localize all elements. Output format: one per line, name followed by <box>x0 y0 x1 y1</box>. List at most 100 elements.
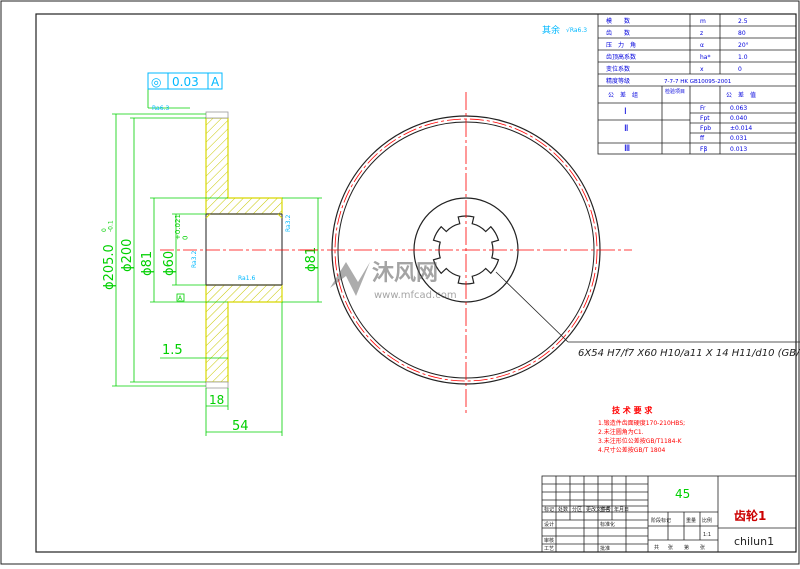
svg-text:0-0.1: 0-0.1 <box>101 220 115 232</box>
spline-callout: 6X54 H7/f7 X60 H10/a11 X 14 H11/d10 (GB/… <box>578 348 800 359</box>
param-cell: 模 数 <box>606 17 630 25</box>
svg-text:设计: 设计 <box>544 521 554 528</box>
param-cell: 0.013 <box>730 146 747 153</box>
section-view <box>160 111 320 389</box>
svg-text:chilun1: chilun1 <box>734 535 774 548</box>
param-cell: 0 <box>738 66 742 73</box>
svg-text:审核: 审核 <box>544 537 554 544</box>
svg-text:Ra3.2: Ra3.2 <box>285 215 292 232</box>
watermark: 沐风网 www.mfcad.com <box>330 261 457 301</box>
watermark-logo-icon <box>330 262 370 296</box>
svg-text:其余: 其余 <box>542 24 560 36</box>
svg-text:0.03: 0.03 <box>172 75 199 89</box>
parameter-table <box>597 13 797 155</box>
svg-text:重量: 重量 <box>686 517 696 524</box>
section-hatch-upper <box>205 117 283 215</box>
svg-text:1:1: 1:1 <box>703 532 711 538</box>
param-cell: Ⅰ <box>624 107 627 117</box>
dimension-lines <box>112 86 322 436</box>
param-cell: Fpb <box>700 125 711 132</box>
svg-text:批准: 批准 <box>600 545 610 552</box>
param-cell: 齿 数 <box>606 29 630 37</box>
param-cell: 20° <box>738 42 749 49</box>
svg-text:Ra6.3: Ra6.3 <box>152 105 169 112</box>
svg-text:共: 共 <box>654 544 659 551</box>
svg-text:3.未注形位公差按GB/T1184-K: 3.未注形位公差按GB/T1184-K <box>598 437 683 445</box>
svg-text:第: 第 <box>684 544 689 551</box>
param-cell: z <box>700 30 703 37</box>
gdt-frame: ◎ 0.03 A <box>147 72 223 90</box>
svg-text:阶段标记: 阶段标记 <box>651 517 671 524</box>
tech-requirements: 技 术 要 求 1.锻造件齿面硬度170-210HBS; 2.未注圆角为C1. … <box>598 405 685 454</box>
svg-text:标准化: 标准化 <box>600 521 615 528</box>
title-block <box>541 475 797 553</box>
svg-text:ϕ200: ϕ200 <box>120 239 135 272</box>
svg-text:比例: 比例 <box>702 517 712 524</box>
param-cell: 压 力 角 <box>606 41 636 49</box>
param-cell: 0.063 <box>730 105 747 112</box>
param-cell: x <box>700 66 704 73</box>
param-cell: Fβ <box>700 146 707 153</box>
dimension-texts: ϕ205.0 0-0.1 ϕ200 ϕ81 ϕ60 +0.0210 ϕ81 1.… <box>101 105 319 434</box>
param-cell: 80 <box>738 30 746 37</box>
svg-text:更改文件号: 更改文件号 <box>586 506 611 513</box>
svg-text:沐风网: 沐风网 <box>372 261 438 286</box>
svg-text:标记: 标记 <box>544 506 554 513</box>
param-cell: 2.5 <box>738 18 748 25</box>
svg-text:签名: 签名 <box>600 506 610 513</box>
svg-text:张: 张 <box>668 544 673 551</box>
param-cell: Ⅱ <box>624 124 628 134</box>
svg-text:ϕ60: ϕ60 <box>162 251 177 276</box>
svg-text:ϕ205.0: ϕ205.0 <box>102 244 117 290</box>
param-cell: 0.040 <box>730 115 747 122</box>
param-cell: 7-7-7 HK GB10095-2001 <box>664 79 731 85</box>
param-cell: ±0.014 <box>730 125 752 132</box>
svg-text:齿轮1: 齿轮1 <box>734 508 766 523</box>
svg-text:45: 45 <box>675 487 690 501</box>
svg-text:张: 张 <box>700 544 705 551</box>
svg-text:A: A <box>178 295 183 302</box>
param-cell: Fr <box>700 105 706 112</box>
svg-text:Ra3.2: Ra3.2 <box>191 251 198 268</box>
svg-text:Ra1.6: Ra1.6 <box>238 275 255 282</box>
svg-text:技 术 要 求: 技 术 要 求 <box>612 405 653 415</box>
svg-text:54: 54 <box>232 419 249 434</box>
svg-text:分区: 分区 <box>572 506 582 513</box>
svg-text:18: 18 <box>209 393 224 407</box>
svg-text:1.锻造件齿面硬度170-210HBS;: 1.锻造件齿面硬度170-210HBS; <box>598 419 685 427</box>
param-cell: 0.031 <box>730 135 747 142</box>
param-cell: Ⅲ <box>624 144 630 154</box>
section-hatch-lower <box>205 284 283 383</box>
param-cell: 变位系数 <box>606 65 630 73</box>
param-cell: 公 差 组 <box>608 91 638 99</box>
param-cell: 1.0 <box>738 54 748 61</box>
param-cell: 精度等级 <box>606 77 630 85</box>
svg-text:www.mfcad.com: www.mfcad.com <box>374 290 457 301</box>
svg-text:ϕ81: ϕ81 <box>140 251 155 276</box>
inner-border <box>35 13 797 553</box>
param-cell: 检验项目 <box>665 88 685 95</box>
svg-text:√Ra6.3: √Ra6.3 <box>566 27 587 34</box>
concentricity-icon: ◎ <box>151 75 161 89</box>
svg-text:年月日: 年月日 <box>614 506 629 513</box>
svg-text:ϕ81: ϕ81 <box>304 247 319 272</box>
param-cell: Fpt <box>700 115 710 122</box>
svg-text:+0.0210: +0.0210 <box>174 214 190 240</box>
title-block-text: 45 齿轮1 chilun1 标记 处数 分区 更改文件号 签名 年月日 设计 … <box>544 487 774 552</box>
surface-note: 其余 √Ra6.3 <box>542 24 587 36</box>
param-cell: m <box>700 18 706 25</box>
svg-text:A: A <box>211 75 220 89</box>
svg-text:处数: 处数 <box>558 506 568 513</box>
svg-text:1.5: 1.5 <box>162 343 183 358</box>
param-cell: α <box>700 42 704 49</box>
svg-text:2.未注圆角为C1.: 2.未注圆角为C1. <box>598 428 644 436</box>
param-cell: ha* <box>700 54 710 61</box>
spline-bore <box>432 215 500 285</box>
front-view: 6X54 H7/f7 X60 H10/a11 X 14 H11/d10 (GB/… <box>300 92 800 414</box>
param-cell: ff <box>700 135 705 142</box>
svg-text:工艺: 工艺 <box>544 546 554 552</box>
